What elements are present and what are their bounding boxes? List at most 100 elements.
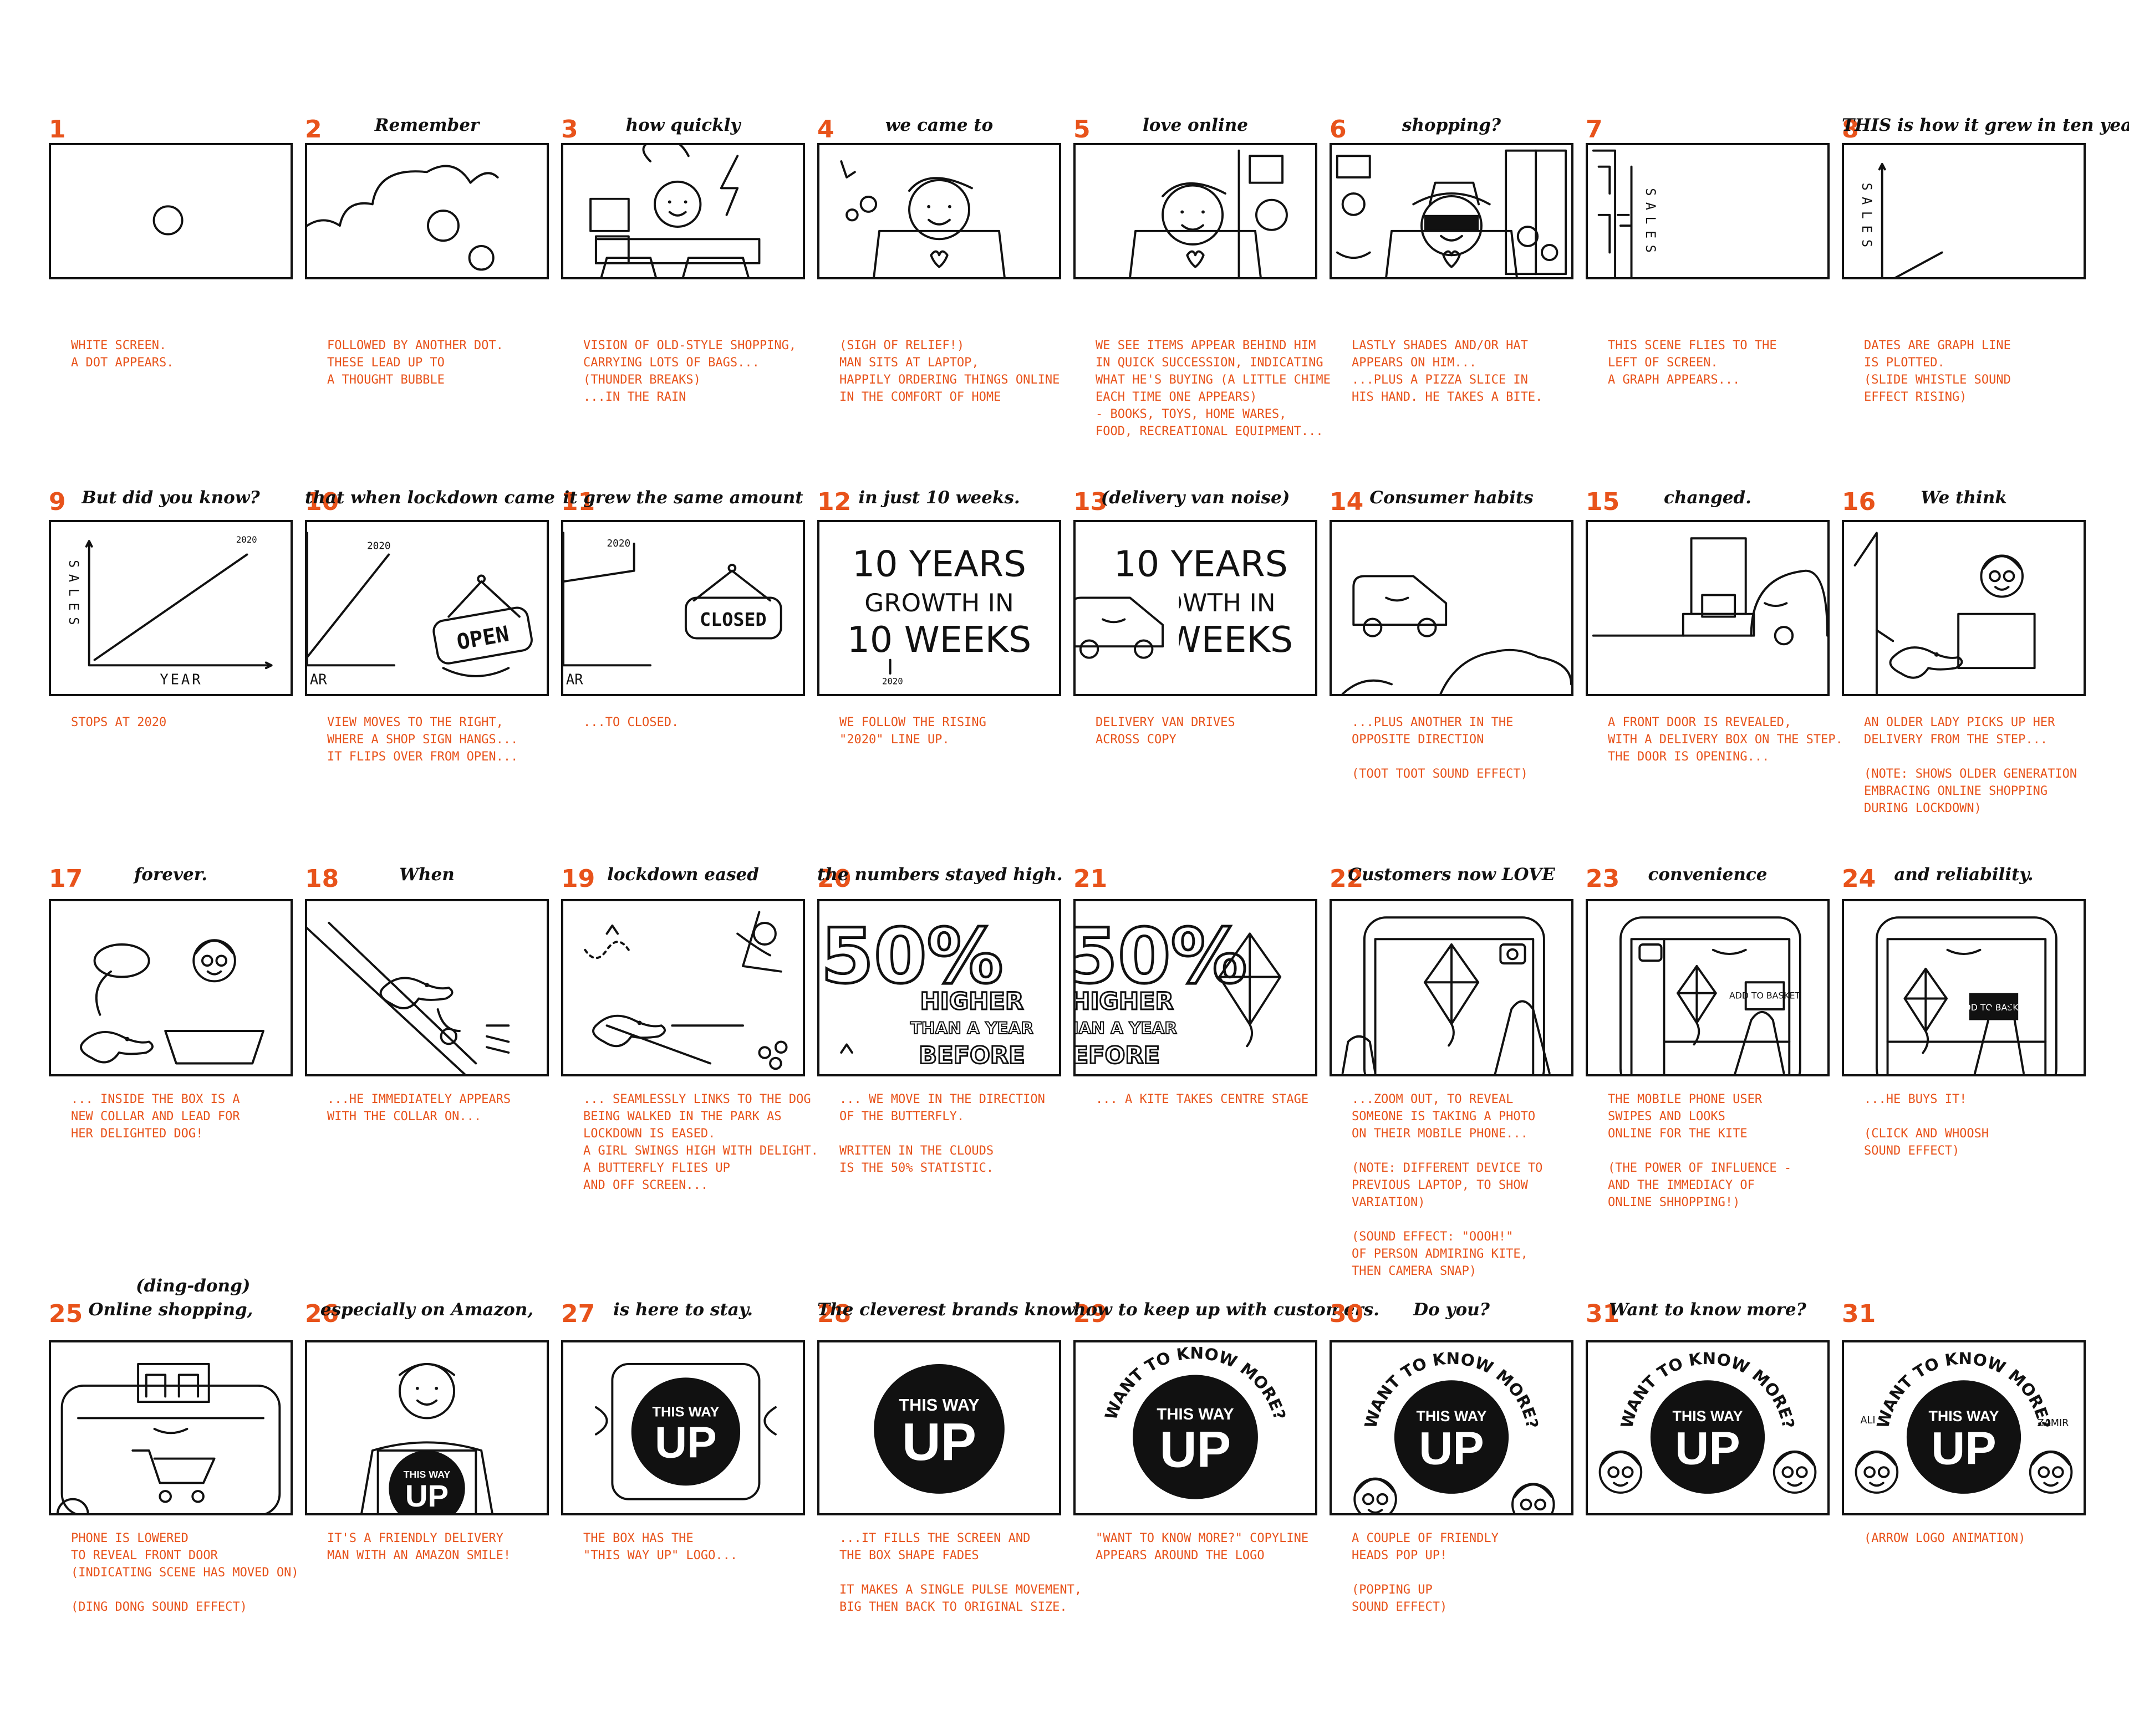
panel-frame [305,899,549,1076]
panel-number: 15 [1586,488,1620,516]
svg-text:CLOSED: CLOSED [700,609,767,630]
svg-text:UP: UP [1931,1422,1996,1474]
panel-number: 27 [561,1300,595,1328]
panel-heading: Customers now LOVE [1348,865,1555,885]
svg-text:THIS WAY: THIS WAY [404,1469,451,1480]
panel-frame: 50%HIGHER THAN A YEAR BEFORE [1073,899,1317,1076]
svg-text:ALI: ALI [1860,1415,1875,1426]
panel-caption: ...HE IMMEDIATELY APPEARS WITH THE COLLA… [327,1092,511,1124]
svg-text:ADD TO BASKET: ADD TO BASKET [1958,1002,2030,1013]
svg-text:50%: 50% [1076,913,1247,1000]
panel-number: 16 [1842,488,1876,516]
panel-frame [817,143,1061,279]
panel-caption: ... A KITE TAKES CENTRE STAGE [1096,1092,1309,1106]
svg-text:UP: UP [1419,1422,1484,1474]
panel-caption: (SIGH OF RELIEF!) MAN SITS AT LAPTOP, HA… [839,339,1060,404]
panel-caption: WE SEE ITEMS APPEAR BEHIND HIM IN QUICK … [1096,339,1331,438]
panel-heading: Want to know more? [1609,1300,1806,1320]
panel-number: 11 [561,488,595,516]
panel-number: 12 [817,488,852,516]
svg-text:BEFORE: BEFORE [919,1042,1025,1070]
panel-heading: how quickly [625,115,741,135]
panel-heading: it grew the same amount [563,488,803,508]
sketch-drawing: ADD TO BASKET [1875,916,2057,1074]
panel-heading: Remember [374,115,480,135]
sketch-drawing [80,939,264,1065]
panel-heading: But did you know? [82,488,260,508]
svg-text:THIS WAY: THIS WAY [1928,1408,1999,1424]
sketch-drawing [584,911,788,1070]
panel-caption: ...TO CLOSED. [583,716,679,729]
panel-caption: ... INSIDE THE BOX IS A NEW COLLAR AND L… [71,1092,240,1141]
panel-heading: forever. [134,865,208,885]
panel-heading: especially on Amazon, [320,1300,534,1320]
panel-frame [305,143,549,279]
panel-caption: VISION OF OLD-STYLE SHOPPING, CARRYING L… [583,339,797,404]
panel-caption: (ARROW LOGO ANIMATION) [1864,1531,2026,1545]
panel-caption: ...PLUS ANOTHER IN THE OPPOSITE DIRECTIO… [1352,716,1528,781]
panel-heading: we came to [885,115,994,135]
panel-number: 8 [1842,115,1859,144]
sketch-drawing [1341,575,1571,694]
svg-text:THIS WAY: THIS WAY [1672,1408,1743,1424]
panel-number: 5 [1073,115,1091,144]
panel-caption: "WANT TO KNOW MORE?" COPYLINE APPEARS AR… [1096,1531,1309,1563]
panel-frame: ADD TO BASKET [1586,899,1830,1076]
svg-text:UP: UP [405,1478,449,1513]
panel-heading: the numbers stayed high. [817,865,1063,885]
panel-caption: IT'S A FRIENDLY DELIVERY MAN WITH AN AMA… [327,1531,511,1563]
panel-heading: and reliability. [1894,865,2034,885]
panel-heading: how to keep up with customers. [1073,1300,1379,1320]
sketch-drawing [152,205,184,236]
panel-number: 7 [1586,115,1603,144]
panel-caption: ... WE MOVE IN THE DIRECTION OF THE BUTT… [839,1092,1045,1175]
panel-caption: ...ZOOM OUT, TO REVEAL SOMEONE IS TAKING… [1352,1092,1543,1278]
panel-caption: LASTLY SHADES AND/OR HAT APPEARS ON HIM.… [1352,339,1543,404]
panel-heading: THIS is how it grew in ten years [1842,115,2129,135]
panel-number: 2 [305,115,322,144]
panel-frame [1330,520,1573,696]
panel-number: 1 [49,115,66,144]
panel-heading: shopping? [1402,115,1501,135]
panel-number: 31 [1842,1300,1876,1328]
svg-text:THAN A YEAR: THAN A YEAR [1076,1019,1177,1038]
panel-caption: ... SEAMLESSLY LINKS TO THE DOG BEING WA… [583,1092,818,1192]
svg-text:2020: 2020 [236,534,257,545]
panel-frame [1842,520,2086,696]
panel-number: 20 [817,865,852,893]
sketch-drawing [589,145,761,277]
sketch-drawing [307,165,499,271]
panel-frame [49,143,293,279]
panel-number: 23 [1586,865,1620,893]
svg-text:BEFORE: BEFORE [1076,1042,1160,1070]
sketch-drawing [1336,149,1567,277]
svg-text:HIGHER: HIGHER [1076,988,1174,1015]
svg-text:SALES: SALES [1859,183,1875,254]
panel-heading: When [399,865,455,885]
panel-frame [1330,899,1573,1076]
panel-number: 13 [1073,488,1108,516]
sketch-drawing [1592,537,1827,646]
panel-heading: The cleverest brands know... [817,1300,1092,1320]
